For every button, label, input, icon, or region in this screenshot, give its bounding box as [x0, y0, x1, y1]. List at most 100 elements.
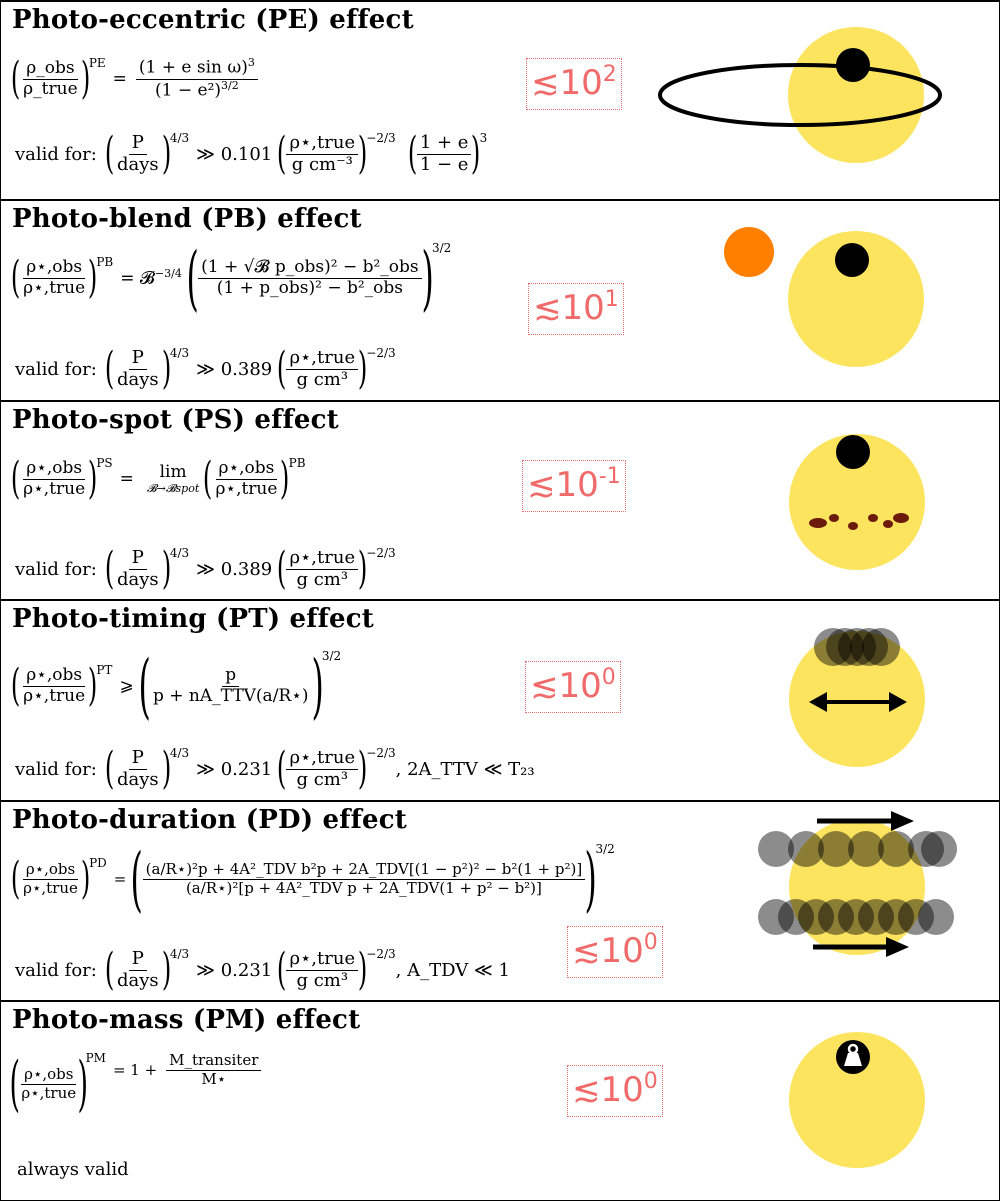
duration-variation-illustration [758, 811, 957, 957]
eq-numerator: p [222, 665, 240, 687]
starspot [829, 514, 839, 522]
ttv-planet-positions [814, 628, 900, 666]
planet-disk [835, 243, 869, 277]
eccentric-orbit-path [658, 63, 942, 127]
eq-outer-exp: 3/2 [431, 241, 452, 255]
ecc-exponent: 3 [479, 131, 488, 145]
eq-superscript: PE [88, 56, 106, 70]
blended-companion-star [724, 227, 774, 277]
rho-star-obs: ρ⋆,obs [215, 458, 278, 480]
rho-star-obs: ρ⋆,obs [22, 861, 79, 880]
density-exponent: −2/3 [366, 546, 396, 560]
badge-exponent: 0 [643, 1069, 658, 1094]
eq-superscript: PB [96, 255, 114, 269]
valid-prefix: valid for: [15, 358, 97, 380]
rho-star-true: ρ⋆,true [286, 948, 359, 971]
eq-den-exp: 3/2 [221, 78, 239, 92]
magnitude-badge: ≲100 [525, 661, 621, 713]
rho-star-true: ρ⋆,true [215, 478, 278, 499]
blend-illustration [724, 227, 924, 367]
rho-star-true: ρ⋆,true [286, 347, 359, 370]
period-symbol: P [128, 747, 147, 770]
panel-title: Photo-mass (PM) effect [12, 1005, 361, 1035]
eq-denominator: (1 − e²) [155, 80, 222, 101]
rho-true: ρ_true [23, 78, 78, 99]
density-unit: g cm⁻³ [291, 153, 353, 175]
weight-icon [844, 1043, 862, 1066]
badge-exponent: -1 [598, 464, 621, 489]
badge-base: ≲10 [531, 63, 603, 103]
density-unit: g cm³ [296, 969, 349, 991]
days-unit: days [117, 568, 159, 590]
transit-chord-positions-lower [758, 899, 954, 935]
eq-superscript: PT [96, 663, 113, 677]
planet-disk [836, 435, 870, 469]
star-disk [789, 819, 925, 955]
star-disk [789, 631, 925, 767]
eq-prefactor-exp: −3/4 [154, 267, 182, 281]
valid-prefix: valid for: [15, 758, 97, 780]
days-unit: days [117, 368, 159, 390]
badge-base: ≲10 [527, 465, 599, 505]
eq-superscript: PS [96, 456, 113, 470]
rho-star-obs: ρ⋆,obs [23, 257, 86, 279]
period-symbol: P [128, 132, 147, 155]
valid-prefix: valid for: [15, 558, 97, 580]
double-arrow-icon [809, 692, 907, 712]
rho-star-true: ρ⋆,true [286, 747, 359, 770]
rho-star-obs: ρ⋆,obs [21, 1066, 77, 1085]
eq-superscript: PM [85, 1051, 106, 1065]
eq-numerator: (1 + e sin ω) [138, 57, 248, 78]
planet-disk [836, 48, 870, 82]
rho-obs: ρ_obs [23, 58, 78, 80]
period-symbol: P [128, 547, 147, 570]
magnitude-badge: ≲101 [528, 283, 624, 335]
panel-title: Photo-timing (PT) effect [12, 604, 374, 634]
period-exponent: 4/3 [169, 131, 190, 145]
density-exponent: −2/3 [366, 746, 396, 760]
eq-inner-exp: PB [288, 456, 306, 470]
eq-numerator: M_transiter [166, 1052, 262, 1071]
valid-coefficient: ≫ 0.389 [196, 558, 273, 580]
valid-coefficient: ≫ 0.231 [196, 959, 273, 981]
valid-prefix: valid for: [15, 959, 97, 981]
eccentric-orbit-illustration [658, 27, 942, 163]
star-disk [788, 27, 924, 163]
eq-prefactor: = 𝓑 [120, 268, 155, 289]
badge-base: ≲10 [572, 931, 644, 971]
limit-operator: lim [159, 462, 187, 482]
starspot [848, 522, 858, 530]
badge-base: ≲10 [533, 288, 605, 328]
rho-star-true: ρ⋆,true [23, 277, 86, 298]
period-exponent: 4/3 [169, 346, 190, 360]
panel-title: Photo-eccentric (PE) effect [12, 5, 414, 35]
star-disk [789, 1032, 925, 1168]
magnitude-badge: ≲100 [567, 926, 663, 978]
star-disk [788, 231, 924, 367]
eq-num-exp: 3 [247, 56, 255, 70]
days-unit: days [117, 153, 159, 175]
eq-numerator: (a/R⋆)²p + 4A²_TDV b²p + 2A_TDV[(1 − p²)… [142, 861, 586, 880]
valid-prefix: valid for: [15, 143, 97, 165]
magnitude-badge: ≲100 [567, 1065, 663, 1117]
badge-base: ≲10 [530, 666, 602, 706]
valid-coefficient: ≫ 0.231 [196, 758, 273, 780]
arrow-right-icon [817, 811, 914, 831]
period-exponent: 4/3 [169, 546, 190, 560]
badge-base: ≲10 [572, 1070, 644, 1110]
eq-numerator: (1 + √𝓑 p_obs)² − b²_obs [198, 257, 422, 279]
density-unit: g cm³ [296, 368, 349, 390]
badge-exponent: 1 [604, 287, 619, 312]
limit-subscript: 𝓑→𝓑spot [146, 482, 200, 495]
magnitude-badge: ≲102 [526, 58, 622, 110]
badge-exponent: 0 [643, 930, 658, 955]
